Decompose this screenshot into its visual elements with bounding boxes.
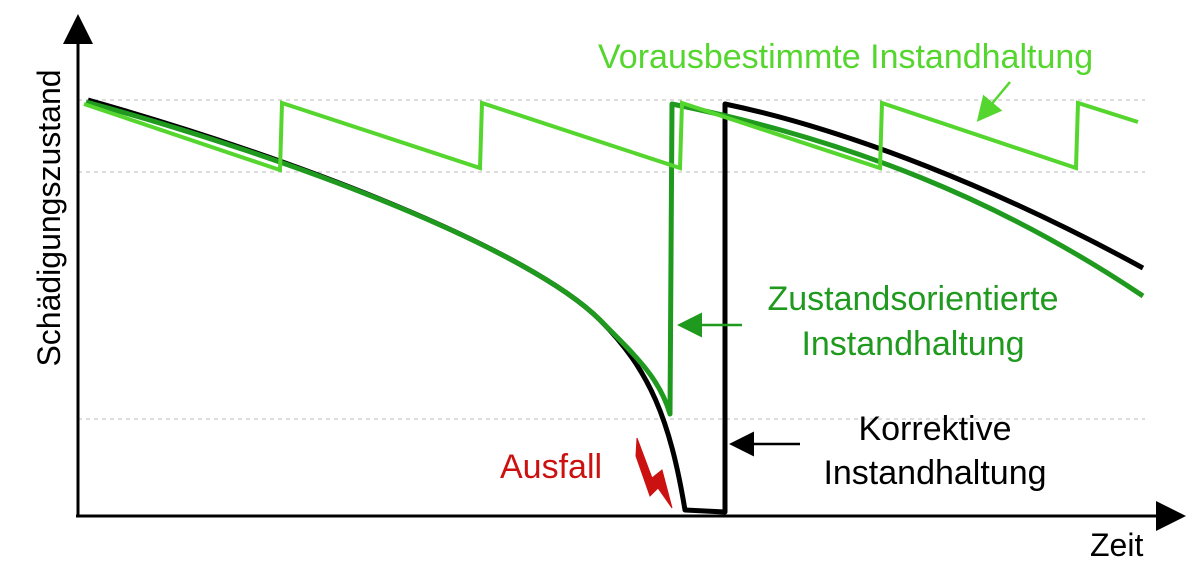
- corrective-label-line1: Korrektive: [858, 410, 1011, 448]
- corrective-label-line2: Instandhaltung: [823, 454, 1046, 492]
- condition-based-maintenance-curve: [85, 99, 1145, 417]
- predetermined-maintenance-label: Vorausbestimmte Instandhaltung: [598, 38, 1093, 76]
- predetermined-label-arrow: [976, 81, 1011, 122]
- failure-label: Ausfall: [500, 448, 602, 486]
- predetermined-maintenance-curve: [83, 100, 1139, 173]
- x-axis-label: Zeit: [1090, 527, 1143, 563]
- failure-lightning-icon: [635, 437, 673, 509]
- y-axis-label: Schädigungszustand: [31, 69, 67, 366]
- condition-based-label-line1: Zustandsorientierte: [767, 280, 1058, 318]
- condition-based-label-line2: Instandhaltung: [801, 325, 1024, 363]
